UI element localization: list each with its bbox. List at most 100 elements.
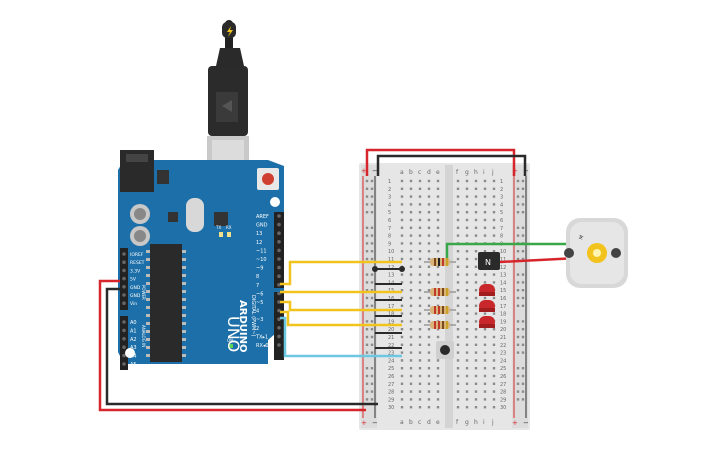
breadboard-hole[interactable] [409, 179, 413, 183]
breadboard-hole[interactable] [465, 359, 469, 362]
breadboard-hole[interactable] [474, 351, 478, 354]
breadboard-hole[interactable] [436, 281, 440, 284]
digital-pin-socket[interactable] [277, 240, 281, 244]
breadboard-hole[interactable] [409, 343, 413, 346]
breadboard-hole[interactable] [483, 296, 487, 300]
breadboard-hole[interactable] [492, 296, 496, 300]
rail-hole[interactable] [521, 234, 525, 237]
breadboard-hole[interactable] [418, 226, 422, 229]
breadboard-hole[interactable] [400, 312, 404, 315]
rail-hole[interactable] [370, 367, 374, 370]
rail-hole[interactable] [516, 195, 520, 198]
breadboard-hole[interactable] [483, 250, 487, 253]
rail-hole[interactable] [370, 273, 374, 276]
breadboard-hole[interactable] [427, 351, 431, 354]
breadboard-hole[interactable] [427, 296, 431, 300]
breadboard-hole[interactable] [418, 374, 422, 378]
digital-pin-socket[interactable] [277, 308, 281, 313]
breadboard-hole[interactable] [409, 250, 413, 253]
rail-hole[interactable] [521, 289, 525, 292]
breadboard-hole[interactable] [400, 406, 404, 409]
breadboard-hole[interactable] [436, 374, 440, 378]
breadboard-hole[interactable] [456, 226, 460, 229]
rail-hole[interactable] [516, 179, 520, 183]
wire-yellow-pin9[interactable] [280, 260, 402, 286]
breadboard-hole[interactable] [427, 273, 431, 276]
rail-hole[interactable] [370, 351, 374, 354]
rail-hole[interactable] [365, 351, 369, 354]
breadboard-hole[interactable] [492, 211, 496, 214]
resistor-3[interactable] [424, 306, 456, 314]
breadboard-hole[interactable] [465, 335, 469, 339]
rail-hole[interactable] [370, 343, 374, 346]
breadboard-hole[interactable] [483, 382, 487, 385]
breadboard-hole[interactable] [465, 351, 469, 354]
breadboard-hole[interactable] [465, 234, 469, 237]
breadboard-hole[interactable] [409, 234, 413, 237]
breadboard-hole[interactable] [427, 312, 431, 315]
digital-pin-socket[interactable] [277, 283, 281, 287]
breadboard-hole[interactable] [474, 296, 478, 300]
breadboard-hole[interactable] [492, 281, 496, 284]
rail-hole[interactable] [516, 367, 520, 370]
breadboard-hole[interactable] [465, 289, 469, 292]
rail-hole[interactable] [521, 179, 525, 183]
power-pin-socket[interactable] [122, 293, 126, 297]
rail-hole[interactable] [521, 390, 525, 393]
breadboard-hole[interactable] [456, 304, 460, 307]
rail-hole[interactable] [516, 281, 520, 284]
breadboard-hole[interactable] [474, 382, 478, 385]
digital-pin-socket[interactable] [277, 231, 281, 235]
rail-hole[interactable] [516, 328, 520, 331]
breadboard-hole[interactable] [427, 382, 431, 385]
breadboard-hole[interactable] [474, 218, 478, 222]
breadboard-hole[interactable] [474, 203, 478, 206]
digital-pin-socket[interactable] [277, 214, 281, 218]
breadboard-hole[interactable] [465, 406, 469, 409]
rail-hole[interactable] [521, 273, 525, 276]
breadboard-hole[interactable] [436, 187, 440, 190]
push-button[interactable] [436, 341, 454, 359]
breadboard-hole[interactable] [465, 390, 469, 393]
breadboard-hole[interactable] [483, 328, 487, 331]
resistor-4[interactable] [424, 321, 456, 329]
rail-hole[interactable] [370, 374, 374, 378]
rail-hole[interactable] [365, 257, 369, 261]
rail-hole[interactable] [365, 335, 369, 339]
breadboard-hole[interactable] [465, 296, 469, 300]
breadboard-hole[interactable] [483, 179, 487, 183]
breadboard-hole[interactable] [436, 328, 440, 331]
rail-hole[interactable] [370, 296, 374, 300]
analog-pin-socket[interactable] [122, 328, 126, 333]
rail-hole[interactable] [521, 226, 525, 229]
breadboard-hole[interactable] [400, 328, 404, 331]
rail-hole[interactable] [365, 374, 369, 378]
rail-hole[interactable] [521, 343, 525, 346]
breadboard-hole[interactable] [427, 320, 431, 323]
breadboard-hole[interactable] [409, 211, 413, 214]
breadboard-hole[interactable] [436, 195, 440, 198]
breadboard-hole[interactable] [483, 195, 487, 198]
breadboard-hole[interactable] [492, 250, 496, 253]
breadboard-hole[interactable] [456, 273, 460, 276]
breadboard-hole[interactable] [418, 320, 422, 323]
breadboard-hole[interactable] [483, 390, 487, 393]
analog-pin-socket[interactable] [122, 345, 126, 350]
breadboard-hole[interactable] [418, 351, 422, 354]
breadboard-hole[interactable] [465, 273, 469, 276]
breadboard-hole[interactable] [474, 211, 478, 214]
power-pin-socket[interactable] [122, 301, 126, 306]
breadboard-hole[interactable] [418, 312, 422, 315]
breadboard-hole[interactable] [465, 218, 469, 222]
breadboard-hole[interactable] [409, 226, 413, 229]
breadboard-hole[interactable] [483, 312, 487, 315]
power-pin-socket[interactable] [122, 260, 126, 265]
breadboard-hole[interactable] [409, 203, 413, 206]
breadboard-hole[interactable] [456, 187, 460, 190]
breadboard-hole[interactable] [418, 218, 422, 222]
breadboard-hole[interactable] [427, 226, 431, 229]
rail-hole[interactable] [365, 367, 369, 370]
rail-hole[interactable] [516, 335, 520, 339]
breadboard-hole[interactable] [409, 296, 413, 300]
